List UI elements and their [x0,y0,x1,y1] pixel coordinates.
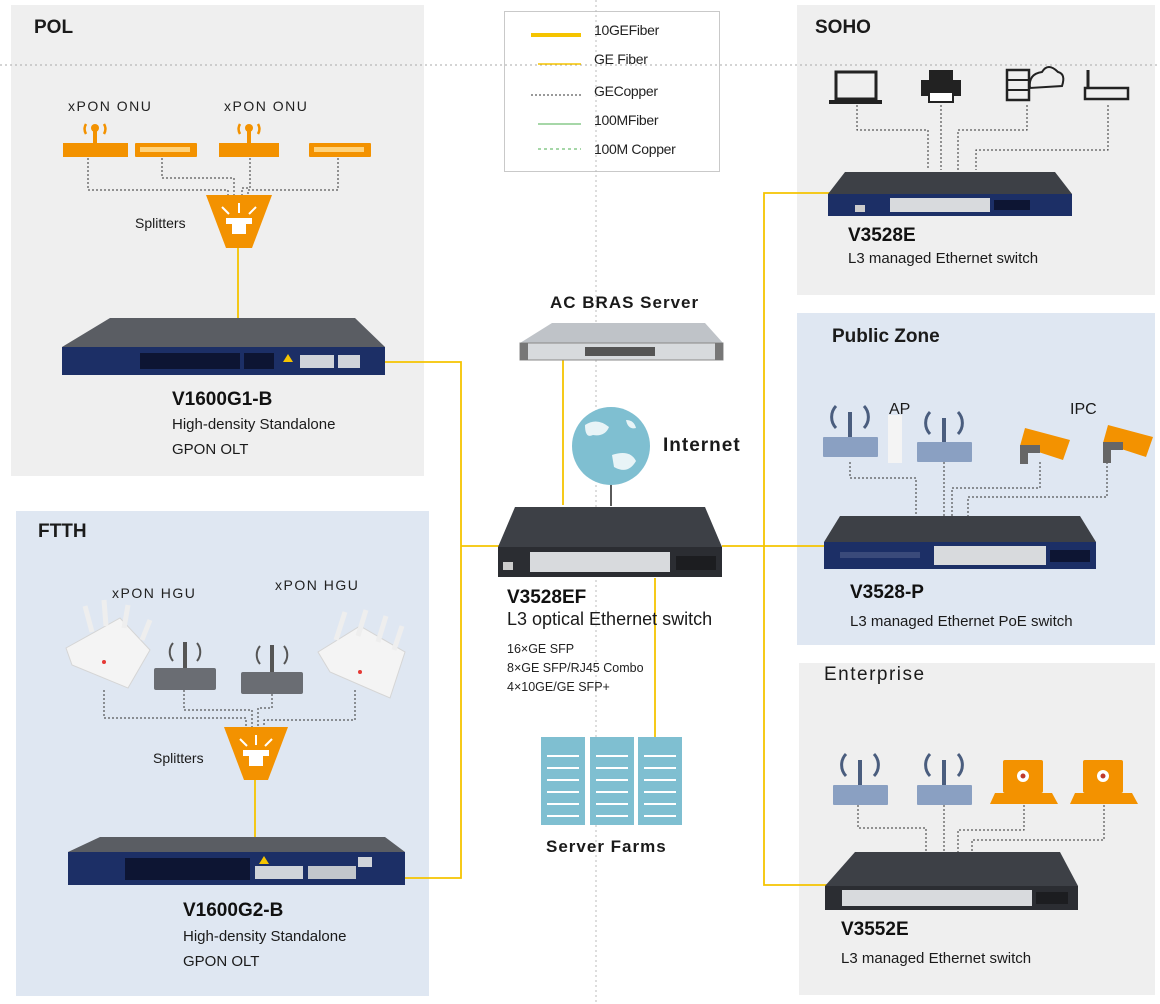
ftth-model: V1600G2-B [183,900,284,921]
pol-onu-left-label: xPON ONU [68,98,153,114]
zone-title-enterprise: Enterprise [824,664,926,685]
core-spec-2: 8×GE SFP/RJ45 Combo [507,661,644,675]
soho-desc: L3 managed Ethernet switch [848,250,1039,267]
public-zone [797,313,1155,645]
server-farms-icon [541,737,682,825]
enterprise-ap-right-icon [917,752,972,805]
ftth-splitter-icon [224,727,288,780]
ftth-hgu-left-icon [65,599,153,689]
pol-desc-line1: High-density Standalone [172,416,336,433]
ipc-label: IPC [1070,401,1097,418]
pol-onu-right-label: xPON ONU [224,98,309,114]
server-cloud-icon [1005,66,1065,102]
zone-title-soho: SOHO [815,17,871,38]
pol-splitter-icon [206,195,272,248]
pol-onu-right-icon [219,123,279,157]
legend-label-10ge: 10GEFiber [594,22,659,38]
zone-title-public: Public Zone [832,326,940,347]
v3552e-switch-icon [825,852,1078,910]
pol-onu-left-icon [63,123,128,157]
pol-splitters-label: Splitters [135,215,186,231]
v3528ef-switch-icon [498,507,722,577]
ftth-desc-line1: High-density Standalone [183,928,347,945]
ftth-wifi-left-icon [154,642,216,690]
public-ap-left-icon [823,404,878,457]
enterprise-model: V3552E [841,919,909,940]
v1600g2-b-olt-icon [68,837,405,885]
legend-label-ge-fiber: GE Fiber [594,51,648,67]
server-farms-label: Server Farms [546,837,667,856]
pol-switch-right-icon [309,143,371,157]
internet-globe-icon [572,407,650,485]
ipc-camera-left-icon [1020,428,1070,464]
soho-model: V3528E [848,225,916,246]
ftth-desc-line2: GPON OLT [183,953,260,970]
core-spec-3: 4×10GE/GE SFP+ [507,680,610,694]
core-spec-1: 16×GE SFP [507,642,575,656]
enterprise-desc: L3 managed Ethernet switch [841,950,1032,967]
router-icon [1083,70,1130,101]
legend-label-ge-copper: GECopper [594,83,658,99]
pol-desc-line2: GPON OLT [172,441,249,458]
fiber-links [237,192,830,886]
v3528e-switch-icon [828,172,1072,216]
enterprise-ap-left-icon [833,752,888,805]
ftth-hgu-left-label: xPON HGU [112,585,197,601]
public-model: V3528-P [850,582,924,603]
pol-model: V1600G1-B [172,389,273,410]
ipc-camera-right-icon [1103,425,1153,463]
laptop-icon [829,70,882,104]
ftth-hgu-right-icon [317,609,406,699]
enterprise-terminal-left-icon [990,760,1058,804]
legend-box [504,11,720,172]
core-desc: L3 optical Ethernet switch [507,609,713,629]
zone-title-ftth: FTTH [38,521,87,542]
enterprise-copper-links [857,805,1105,852]
legend-label-100m-fiber: 100MFiber [594,112,659,128]
zone-title-pol: POL [34,17,74,38]
v1600g1-b-olt-icon [62,318,385,375]
ftth-zone [16,511,429,996]
public-copper-links [849,462,1108,516]
soho-copper-links [856,105,1109,170]
pol-copper-links [87,158,339,198]
ac-bras-server-icon [519,323,724,361]
internet-label: Internet [663,435,741,456]
pol-switch-left-icon [135,143,197,157]
enterprise-zone [799,663,1155,995]
printer-icon [921,70,961,103]
v3528-p-switch-icon [824,516,1096,569]
core-model: V3528EF [507,587,587,608]
enterprise-terminal-right-icon [1070,760,1138,804]
public-desc: L3 managed Ethernet PoE switch [850,613,1073,630]
bras-label: AC BRAS Server [550,293,700,312]
ap-panel-icon [888,415,902,463]
legend-label-100m-copper: 100M Copper [594,141,676,157]
ftth-hgu-right-label: xPON HGU [275,577,360,593]
public-ap-right-icon [917,410,972,462]
ftth-copper-links [103,690,356,728]
pol-zone [11,5,424,476]
ftth-wifi-right-icon [241,645,303,694]
ftth-splitters-label: Splitters [153,750,204,766]
ap-label: AP [889,401,911,418]
